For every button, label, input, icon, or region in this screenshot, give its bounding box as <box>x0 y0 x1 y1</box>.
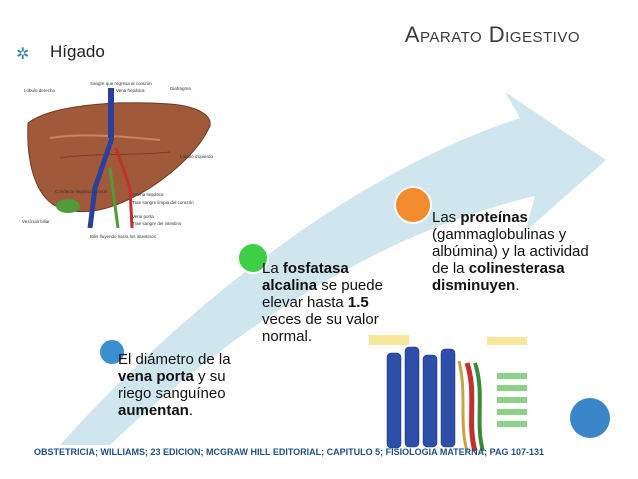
footer-citation: OBSTETRICIA; WILLIAMS; 23 EDICION; MCGRA… <box>34 447 545 457</box>
liver-label-trae: Trae sangre limpia del corazón <box>132 200 194 205</box>
step1-part-0: El diámetro de <box>118 351 219 368</box>
curved-arrow <box>60 92 606 445</box>
step2-part-0: La <box>262 260 283 277</box>
liver-label-lobulo-izquierdo: Lóbulo izquierdo <box>180 154 214 159</box>
step-circle-2 <box>237 242 269 274</box>
step2-part-3: 1.5 <box>347 294 369 311</box>
bullet-text: Hígado <box>50 42 105 61</box>
liver-label-bilis: Bilis fluyendo hacia los intestinos <box>90 234 157 239</box>
step2-part-4: veces de su valor normal. <box>262 311 379 345</box>
liver-label-vena-hepatica: Vena hepática <box>116 88 145 93</box>
step1-part-2: vena porta <box>118 368 194 385</box>
bullet-icon: ✲ <box>16 46 30 63</box>
liver-lobule-illustration <box>367 333 537 455</box>
step-text-1: El diámetro de la vena porta y su riego … <box>118 351 258 419</box>
liver-label-top: Sangre que regresa al corazón <box>90 81 152 86</box>
step2-part-1: fosfatasa alcalina <box>262 260 349 294</box>
slide-title: Aparato Digestivo <box>404 22 580 47</box>
liver-label-vesicula: Vesícula biliar <box>22 219 50 224</box>
step3-part-2: (gammaglobulinas y albúmina) y la activi… <box>432 226 589 277</box>
step-text-3: Las proteínas (gammaglobulinas y albúmin… <box>432 209 592 294</box>
liver-label-lobulo-derecho: Lóbulo derecho <box>24 88 56 93</box>
step1-part-4: aumentan <box>118 402 189 419</box>
step3-part-0: Las <box>432 209 461 226</box>
liver-label-diafragma: Diafragma <box>170 86 191 91</box>
liver-illustration: Sangre que regresa al corazón Vena hepát… <box>20 78 220 243</box>
step3-part-1: proteínas <box>460 209 528 226</box>
corner-circle <box>570 398 610 438</box>
step1-part-3: y su riego sanguíneo <box>118 368 226 402</box>
step3-part-4: . <box>515 277 520 294</box>
step-circle-3 <box>394 186 432 224</box>
liver-label-vena-porta: Vena porta <box>132 214 154 219</box>
liver-label-arteria: Arteria hepática <box>132 192 164 197</box>
step2-part-2: se puede elevar hasta <box>262 277 383 311</box>
step-text-2: La fosfatasa alcalina se puede elevar ha… <box>262 260 402 345</box>
step3-part-3: colinesterasa disminuyen <box>432 260 565 294</box>
liver-label-trae-intestino: Trae sangre del intestino <box>132 221 182 226</box>
step1-part-5: . <box>188 402 194 419</box>
step1-part-1: la <box>218 351 231 368</box>
liver-label-conducto: Conducto hepático común <box>55 189 108 194</box>
step-circle-1 <box>98 338 126 366</box>
